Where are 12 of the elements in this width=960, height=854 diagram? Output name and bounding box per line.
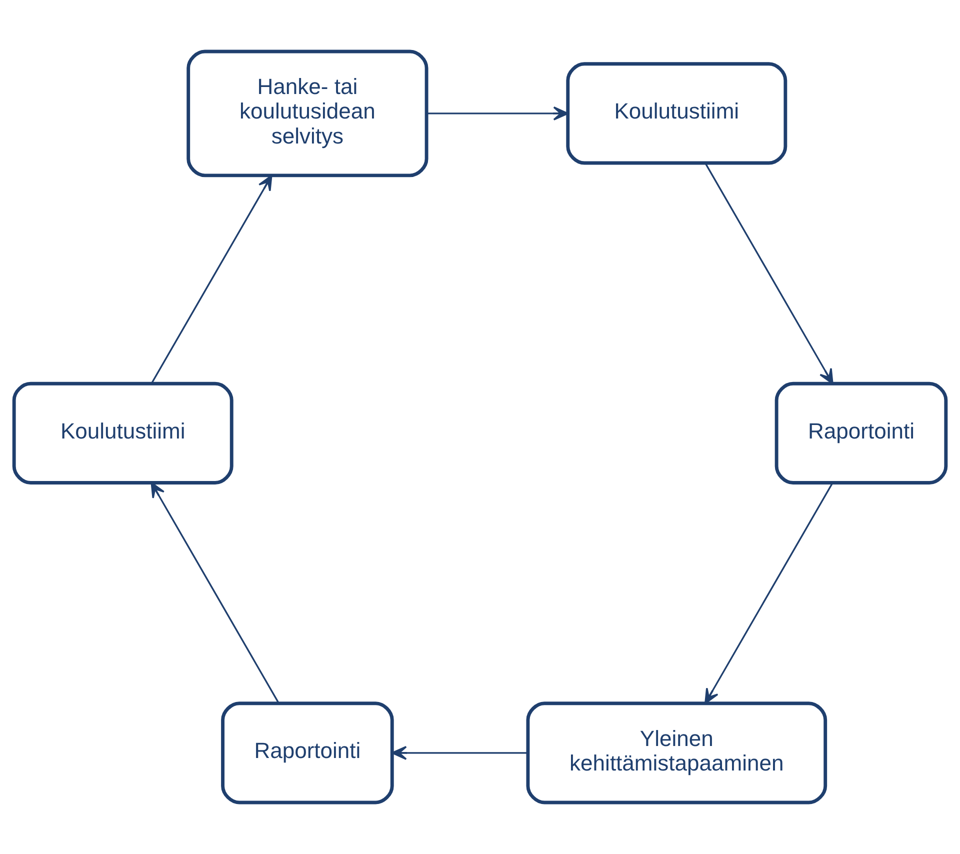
node-box: Raportointi — [221, 702, 394, 804]
node-box: Hanke- tai koulutusidean selvitys — [186, 50, 428, 178]
node-box: Raportointi — [774, 382, 948, 484]
arrow — [392, 746, 528, 760]
arrow — [426, 106, 569, 120]
arrow — [704, 162, 834, 384]
node-box: Koulutustiimi — [566, 62, 788, 165]
arrow — [704, 482, 834, 704]
node-box: Yleinen kehittämistapaaminen — [526, 702, 828, 804]
arrow — [150, 482, 280, 704]
arrow — [150, 175, 272, 384]
node-box: Koulutustiimi — [12, 382, 234, 484]
